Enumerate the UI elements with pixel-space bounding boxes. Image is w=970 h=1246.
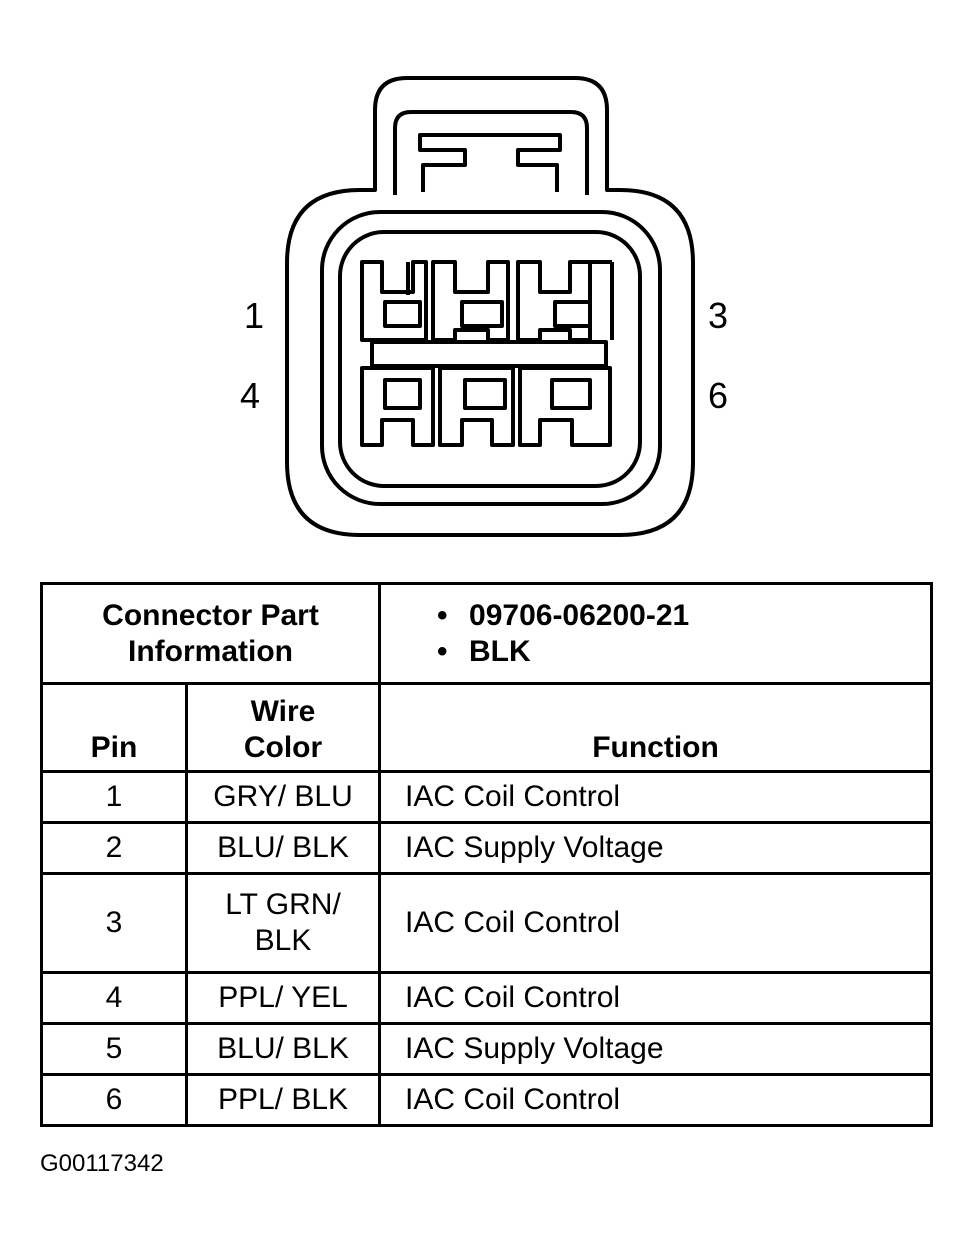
column-header-wire-color-line: Color (243, 731, 323, 764)
pin-function: IAC Coil Control (378, 770, 934, 824)
bottom-terminal-cavity (360, 366, 435, 447)
wire-color: GRY/ BLU (184, 770, 382, 824)
wire-color: LT GRN/ BLK (184, 872, 382, 974)
wire-color: PPL/ YEL (184, 971, 382, 1025)
connector-face-drawing (285, 76, 695, 537)
bottom-terminal-cavity (518, 366, 612, 447)
top-row-outline (360, 260, 614, 340)
wire-color: PPL/ BLK (184, 1073, 382, 1127)
pin-number: 3 (40, 872, 188, 974)
part-info-header: Connector Part Information (39, 582, 382, 685)
column-header-wire-color-line: Wire (250, 695, 316, 728)
inner-frame-outer (320, 210, 662, 506)
bottom-terminal-slot (550, 378, 592, 410)
table-row: 4 PPL/ YEL IAC Coil Control (40, 971, 934, 1025)
latch-tab (418, 133, 562, 192)
connector-pinout-table: Connector Part Information •09706-06200-… (39, 582, 934, 1127)
top-terminal-slot (553, 300, 592, 328)
column-header-row: Pin Wire Color Function (40, 682, 934, 773)
wire-color: BLU/ BLK (184, 1022, 382, 1076)
pin-label-4: 4 (240, 375, 261, 416)
pin-function: IAC Coil Control (378, 872, 934, 974)
part-info-row: Connector Part Information •09706-06200-… (39, 582, 934, 685)
pin-number: 1 (40, 770, 188, 824)
column-header-function: Function (378, 682, 934, 773)
part-info-header-line: Information (128, 634, 293, 668)
center-divider-bar (370, 340, 608, 368)
pin-number: 5 (40, 1022, 188, 1076)
column-header-wire-color: Wire Color (184, 682, 382, 773)
pin-label-6: 6 (708, 375, 729, 416)
part-number: •09706-06200-21 (437, 598, 690, 632)
top-terminal-slot (383, 300, 422, 328)
pin-function: IAC Coil Control (378, 971, 934, 1025)
connector-housing-outline (285, 76, 695, 537)
connector-color: •BLK (437, 634, 531, 668)
figure-id: G00117342 (40, 1150, 164, 1177)
pin-number: 4 (40, 971, 188, 1025)
pin-function: IAC Coil Control (378, 1073, 934, 1127)
connector-color-text: BLK (469, 634, 531, 668)
column-header-pin: Pin (40, 682, 188, 773)
latch-inner-outline (393, 110, 589, 195)
bottom-terminal-cavity (438, 366, 515, 447)
pin-label-1: 1 (244, 295, 265, 336)
wire-color-line: BLK (254, 924, 312, 957)
wire-color: BLU/ BLK (184, 821, 382, 875)
table-row: 3 LT GRN/ BLK IAC Coil Control (40, 872, 934, 974)
part-number-text: 09706-06200-21 (469, 598, 690, 632)
pin-function: IAC Supply Voltage (378, 821, 934, 875)
part-info-values: •09706-06200-21 •BLK (378, 582, 934, 685)
pin-number: 2 (40, 821, 188, 875)
table-row: 1 GRY/ BLU IAC Coil Control (40, 770, 934, 824)
pin-function: IAC Supply Voltage (378, 1022, 934, 1076)
table-row: 5 BLU/ BLK IAC Supply Voltage (40, 1022, 934, 1076)
top-terminal-slot (460, 300, 504, 328)
part-info-header-line: Connector Part (102, 598, 319, 632)
bottom-terminal-slot (383, 378, 422, 410)
inner-frame-inner (338, 230, 642, 488)
wire-color-line: LT GRN/ (225, 888, 341, 921)
pin-number: 6 (40, 1073, 188, 1127)
pin-label-3: 3 (708, 295, 729, 336)
table-row: 2 BLU/ BLK IAC Supply Voltage (40, 821, 934, 875)
bottom-terminal-slot (463, 378, 507, 410)
table-row: 6 PPL/ BLK IAC Coil Control (40, 1073, 934, 1127)
